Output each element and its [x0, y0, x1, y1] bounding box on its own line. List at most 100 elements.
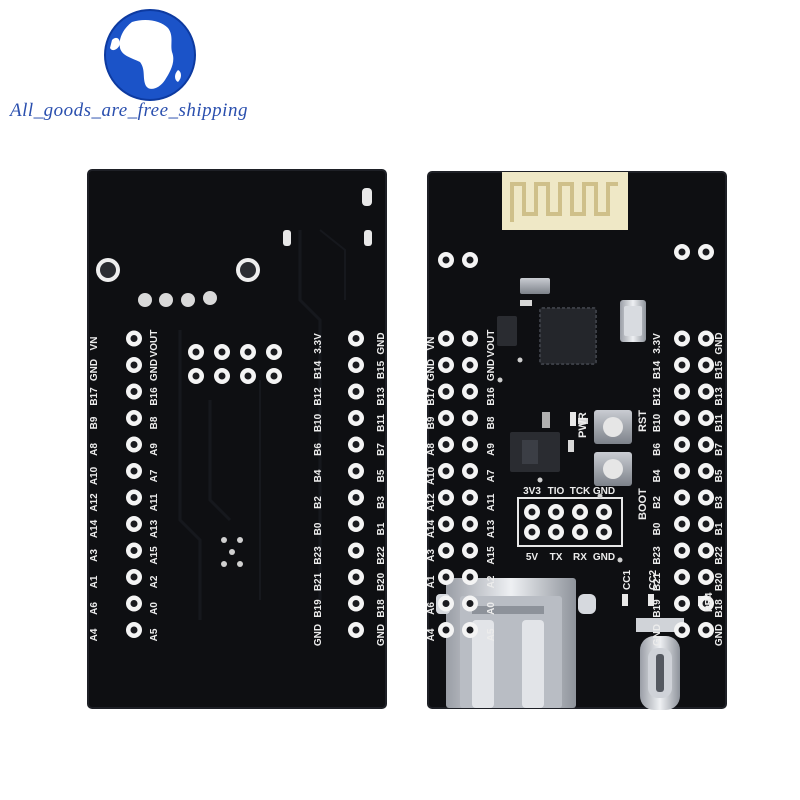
pin-label: A7 [486, 469, 497, 482]
pin-label: A4 [426, 628, 437, 641]
header-pin [596, 524, 612, 540]
front-top-pin [438, 252, 454, 268]
front-right-outer-pin [698, 542, 714, 559]
pin-label: VOUT [149, 330, 160, 358]
front-left-outer-pin [438, 595, 454, 612]
back-left-pin [126, 436, 142, 453]
front-right-inner-pin [674, 516, 690, 532]
pin-label: B4 [313, 469, 324, 482]
front-right-inner-pin [674, 330, 690, 347]
front-left-inner-pin [462, 436, 478, 453]
pin-label: B21 [652, 572, 663, 591]
pin-label: A14 [426, 519, 437, 538]
pin-label: GND [149, 359, 160, 381]
pin-label: A0 [486, 602, 497, 615]
header-label-top: 3V3 [523, 486, 541, 497]
label-pwr: PWR [577, 412, 589, 438]
pin-label: B15 [376, 360, 387, 379]
label-cc1: CC1 [622, 570, 633, 590]
pin-label: B4 [652, 469, 663, 482]
back-right-pin [348, 569, 364, 585]
pin-label: B1 [714, 522, 725, 535]
front-right-outer-pin [698, 463, 714, 479]
back-mid-pin [266, 368, 282, 384]
boot-button [594, 452, 632, 486]
front-left-inner-pin [462, 622, 478, 638]
pin-label: A3 [426, 549, 437, 562]
pin-label: B18 [376, 599, 387, 618]
front-right-inner-pin [674, 436, 690, 453]
header-pin [524, 504, 540, 520]
front-right-outer-pin [698, 595, 714, 612]
pin-label: A3 [89, 549, 100, 562]
front-left-inner-pin [462, 463, 478, 479]
pin-label: GND [313, 624, 324, 646]
pin-label: B12 [313, 387, 324, 406]
header-label-top: TIO [548, 486, 565, 497]
via [617, 557, 623, 563]
header-label-top: TCK [570, 486, 591, 497]
front-left-outer-pin [438, 542, 454, 559]
pin-label: GND [376, 332, 387, 354]
pin-label: A0 [149, 602, 160, 615]
pin-label: GND [89, 359, 100, 381]
header-label-bottom: TX [550, 552, 563, 563]
label-pb4: PB4 [704, 592, 715, 612]
back-mid-pin [214, 368, 230, 384]
pin-label: 3.3V [652, 333, 663, 354]
pin-label: A6 [89, 602, 100, 615]
pin-label: GND [652, 624, 663, 646]
pin-label: B7 [376, 443, 387, 456]
pin-label: A12 [89, 493, 100, 512]
rst-button [594, 410, 632, 444]
front-left-outer-pin [438, 622, 454, 638]
back-mid-pin [214, 344, 230, 360]
pin-label: B18 [714, 599, 725, 618]
pin-label: A5 [149, 628, 160, 641]
pin-label: B5 [714, 469, 725, 482]
front-right-inner-pin [674, 383, 690, 400]
pin-label: B13 [714, 387, 725, 406]
pin-label: B19 [313, 599, 324, 618]
front-right-inner-pin [674, 357, 690, 373]
back-right-pin [348, 436, 364, 453]
back-left-pin [126, 489, 142, 506]
watermark-text: All_goods_are_free_shipping [10, 100, 248, 121]
via [221, 537, 227, 543]
pin-label: A8 [426, 443, 437, 456]
pin-label: A2 [149, 575, 160, 588]
pin-label: A8 [89, 443, 100, 456]
via [537, 477, 543, 483]
header-label-bottom: RX [573, 552, 587, 563]
pin-label: GND [714, 332, 725, 354]
pin-label: B8 [486, 416, 497, 429]
back-left-pin [126, 542, 142, 559]
pin-label: B22 [376, 546, 387, 565]
back-right-pin [348, 357, 364, 373]
pin-label: B3 [376, 496, 387, 509]
label-boot: BOOT [637, 488, 649, 520]
back-mid-pin [266, 344, 282, 360]
pin-label: B6 [652, 443, 663, 456]
header-pin [524, 524, 540, 540]
front-left-inner-pin [462, 595, 478, 612]
silkscreen-text: RST BOOT PWR CC1 CC2 PB4 [577, 410, 715, 612]
pin-label: B0 [313, 522, 324, 535]
pin-label: A13 [149, 519, 160, 538]
back-mid-pin [240, 344, 256, 360]
africa-globe-icon [104, 9, 196, 101]
pin-label: A4 [89, 628, 100, 641]
pin-label: B10 [313, 413, 324, 432]
pin-label: A5 [486, 628, 497, 641]
back-board: A4A6A1A3A14A12A10A8B9B17GNDVNA5A0A2A15A1… [87, 169, 387, 709]
pin-label: B0 [652, 522, 663, 535]
pin-label: A7 [149, 469, 160, 482]
usb-c-connector [636, 618, 684, 710]
front-right-inner-pin [674, 489, 690, 506]
pin-label: A11 [149, 493, 160, 511]
pin-label: B1 [376, 522, 387, 535]
front-left-inner-pin [462, 542, 478, 559]
pin-label: B14 [652, 360, 663, 379]
back-right-pin [348, 542, 364, 559]
pin-label: A14 [89, 519, 100, 538]
